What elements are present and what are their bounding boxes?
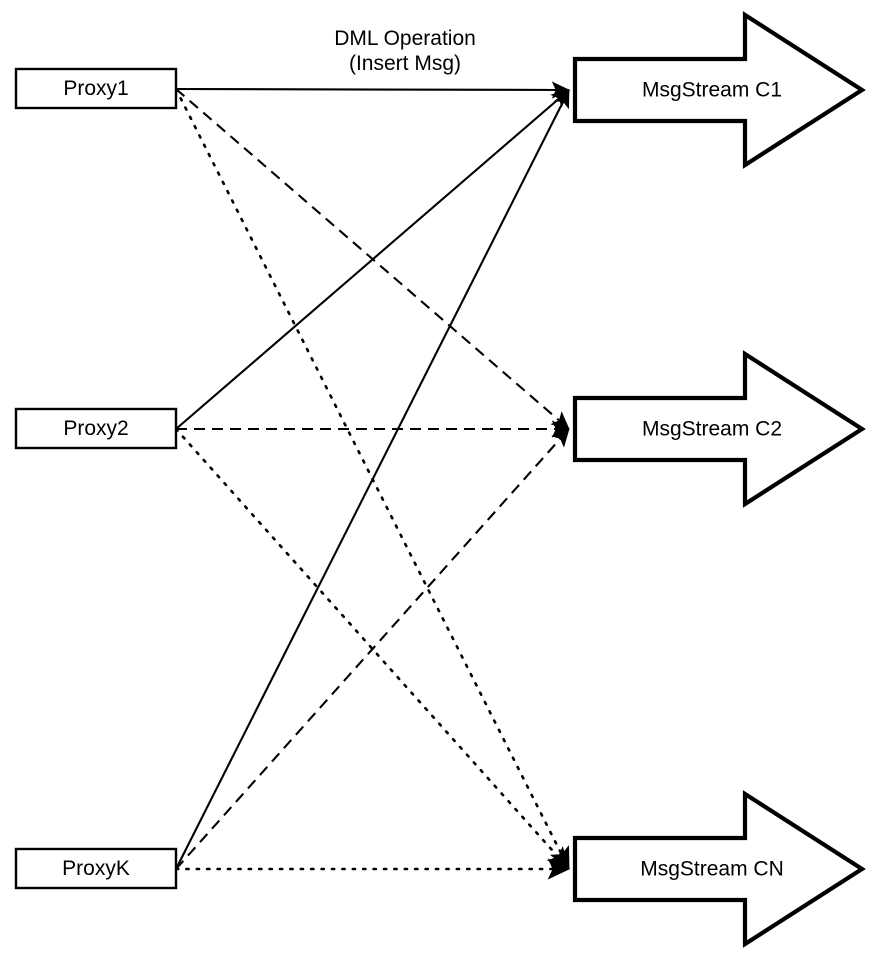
- stream-label: MsgStream C2: [642, 418, 782, 441]
- edge-label-line2: (Insert Msg): [349, 52, 461, 75]
- stream-label: MsgStream CN: [640, 858, 784, 881]
- flow-edge-p1-c1: [175, 81, 570, 99]
- stream-label: MsgStream C1: [642, 79, 782, 102]
- proxy-box-rect: [14, 407, 178, 450]
- proxy-box-rect: [14, 67, 178, 110]
- edges-layer: [174, 81, 571, 880]
- flow-edge-pk-c1: [175, 89, 570, 870]
- proxy-node-proxy1[interactable]: Proxy1: [14, 67, 178, 110]
- proxy-box-rect: [14, 847, 178, 890]
- flow-edge-pk-c2: [175, 428, 570, 870]
- stream-nodes-layer: MsgStream C1 MsgStream C2 MsgStream CN: [572, 11, 866, 948]
- stream-arrow-icon: [572, 350, 866, 508]
- stream-node-stream_c1[interactable]: MsgStream C1: [572, 11, 866, 169]
- proxy-node-proxy2[interactable]: Proxy2: [14, 407, 178, 450]
- stream-arrow-icon: [572, 11, 866, 169]
- proxy-label: Proxy1: [63, 77, 128, 100]
- stream-arrow-icon: [572, 790, 866, 948]
- flow-edge-p2-cn: [174, 427, 571, 871]
- proxy-label: ProxyK: [62, 857, 130, 880]
- edge-label-line1: DML Operation: [334, 27, 476, 50]
- stream-node-stream_cn[interactable]: MsgStream CN: [572, 790, 866, 948]
- flow-edge-p2-c1: [175, 89, 570, 430]
- proxy-node-proxyk[interactable]: ProxyK: [14, 847, 178, 890]
- edge-label-group: DML Operation (Insert Msg): [334, 27, 476, 75]
- proxy-label: Proxy2: [63, 417, 128, 440]
- stream-node-stream_c2[interactable]: MsgStream C2: [572, 350, 866, 508]
